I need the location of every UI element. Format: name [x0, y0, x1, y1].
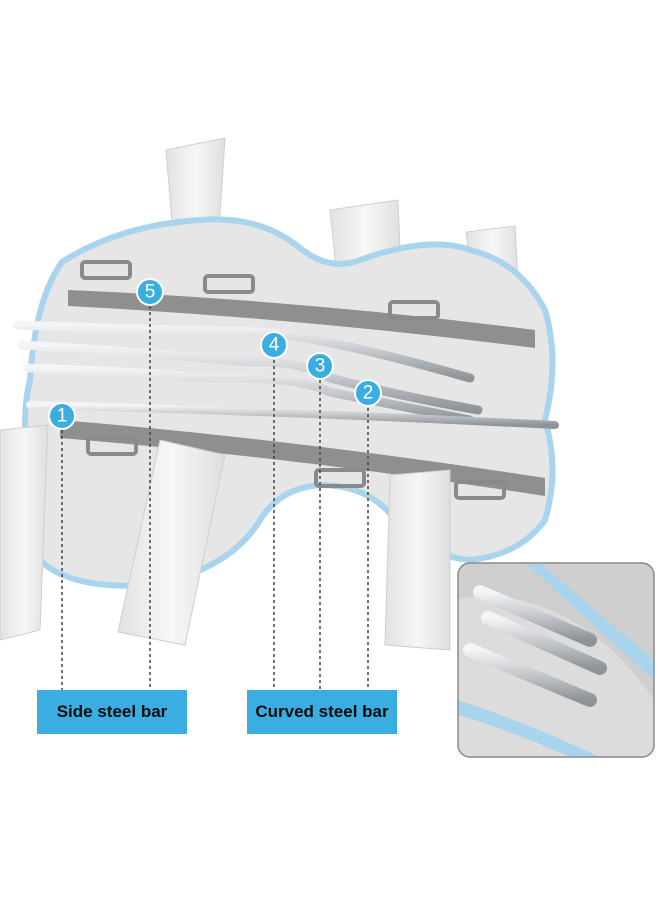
callout-3: 3: [306, 352, 334, 380]
callout-number: 3: [315, 356, 326, 377]
inset-detail: [457, 562, 655, 758]
brace-body: [22, 216, 556, 589]
callout-number: 5: [145, 282, 156, 303]
callout-number: 4: [269, 335, 280, 356]
buckles: [80, 260, 506, 500]
callout-5: 5: [136, 278, 164, 306]
leader-lines: [61, 306, 369, 690]
side-steel-bar-label: Side steel bar: [37, 690, 187, 734]
curved-steel-bar-label: Curved steel bar: [247, 690, 397, 734]
callout-number: 1: [57, 406, 68, 427]
callout-1: 1: [48, 402, 76, 430]
bottom-straps: [0, 424, 451, 651]
callout-number: 2: [363, 383, 374, 404]
callout-4: 4: [260, 331, 288, 359]
callout-2: 2: [354, 379, 382, 407]
